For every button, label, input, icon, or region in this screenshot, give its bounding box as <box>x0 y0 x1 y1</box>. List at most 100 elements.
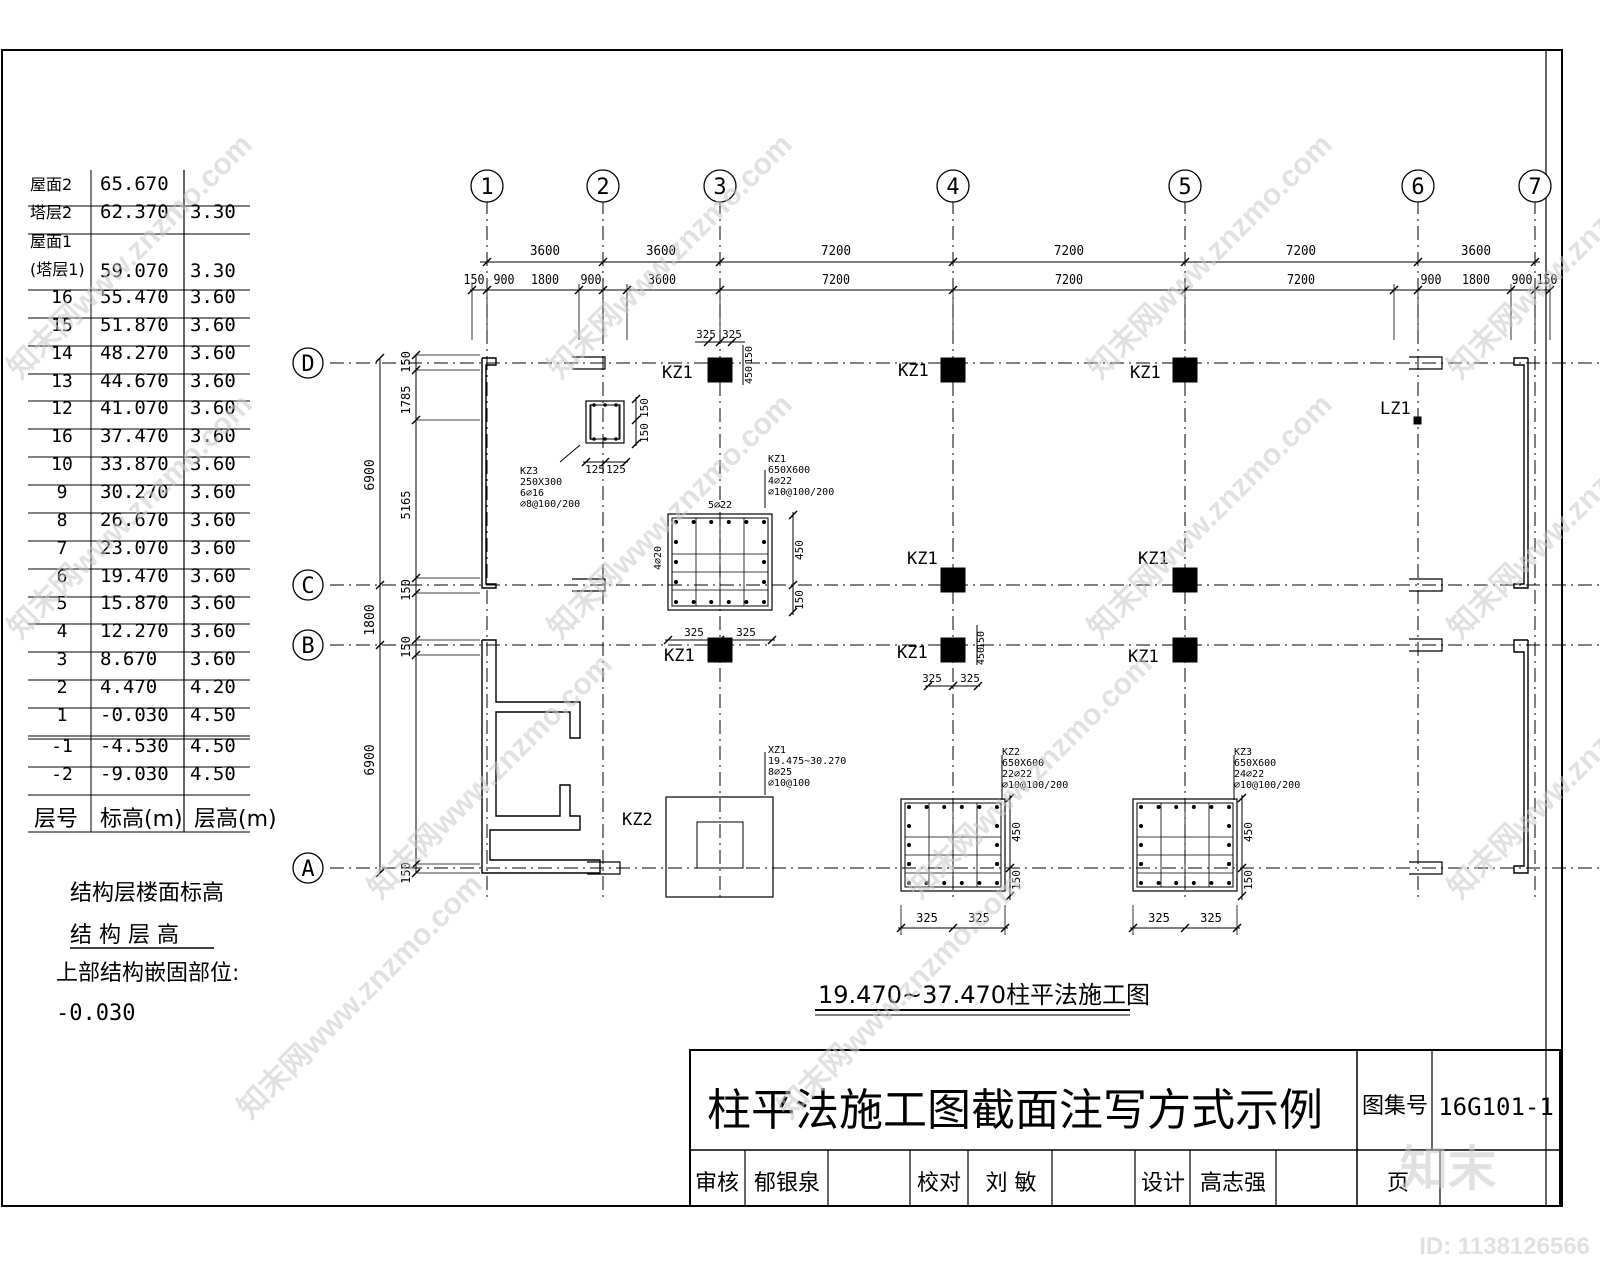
section-note: KZ2 <box>1002 747 1020 758</box>
dim-tick <box>788 580 798 590</box>
dim-450: 450 <box>1010 822 1023 842</box>
rebar <box>709 520 714 524</box>
rebar <box>1139 824 1143 828</box>
floor-height: 3.60 <box>190 509 236 531</box>
rebar <box>674 600 678 604</box>
axis-label-7: 7 <box>1528 175 1541 200</box>
dim-tick <box>482 257 492 267</box>
dim-325: 325 <box>922 672 942 685</box>
column-label-kz1: KZ1 <box>1128 647 1159 667</box>
dim-tick <box>622 285 632 295</box>
column-kz1 <box>1172 637 1198 663</box>
dim-left-inner: 150 <box>399 579 413 601</box>
floor-elevation: 48.270 <box>100 342 169 364</box>
dim-325: 325 <box>968 911 990 925</box>
rebar <box>1174 881 1179 885</box>
section-note: KZ3 <box>1234 747 1252 758</box>
rebar <box>674 580 678 584</box>
rebar <box>1209 805 1214 809</box>
floor-elevation: 62.370 <box>100 201 169 223</box>
watermark-layer: 知末网www.znzmo.com 知末网www.znzmo.com 知末网www.z… <box>2 128 1600 1260</box>
note-floor-elevation: 结构层楼面标高 <box>70 881 224 906</box>
design-label: 设计 <box>1141 1171 1185 1196</box>
dim-tick <box>411 588 421 598</box>
rebar <box>762 600 766 604</box>
wall-end <box>1409 356 1443 370</box>
dim-second: 900 <box>1512 273 1533 288</box>
rebar <box>762 580 766 584</box>
axis-bubble-2 <box>586 169 620 203</box>
floor-name: 15 <box>51 315 73 336</box>
rebar <box>1227 881 1231 885</box>
column-label-kz2: KZ2 <box>622 810 653 830</box>
floor-height: 3.60 <box>190 620 236 642</box>
rebar <box>674 520 678 524</box>
rebar <box>603 403 607 407</box>
drawing-title: 19.470~37.470柱平法施工图 <box>818 981 1150 1009</box>
axis-label-2: 2 <box>596 175 609 200</box>
dim-tick <box>1545 285 1555 295</box>
wall-end <box>572 356 606 370</box>
rebar <box>959 881 964 885</box>
dim-second: 7200 <box>822 273 850 288</box>
section-note: ⌀10@100/200 <box>1002 780 1068 791</box>
axis-label-4: 4 <box>946 175 959 200</box>
floor-elevation: 65.670 <box>100 173 169 195</box>
rebar <box>1139 862 1143 866</box>
rebar <box>762 520 766 524</box>
watermark-text: 知末网www.znzmo.com <box>1082 388 1339 645</box>
table-header-elev: 标高(m) <box>100 807 183 832</box>
watermark-text: 知末网www.znzmo.com <box>542 128 799 385</box>
rebar <box>726 600 731 604</box>
section-note: KZ3 <box>520 466 538 477</box>
rebar <box>1156 881 1161 885</box>
dim-tick <box>767 635 777 645</box>
rebar <box>762 540 766 544</box>
floor-name: 12 <box>51 398 73 419</box>
dim-325: 325 <box>1148 911 1170 925</box>
wall-right-upper <box>1513 357 1529 589</box>
floor-elevation: 41.070 <box>100 397 169 419</box>
wall-end <box>572 578 606 592</box>
floor-name: 2 <box>57 677 68 698</box>
design-name: 高志强 <box>1200 1171 1266 1196</box>
floor-name: 7 <box>57 538 68 559</box>
dim-325: 325 <box>696 328 716 341</box>
floor-elevation: 44.670 <box>100 370 169 392</box>
section-kz3-small-outline <box>585 400 625 444</box>
dim-left-inner: 150 <box>399 351 413 373</box>
wall-left-upper <box>481 357 497 589</box>
review-name: 郁银泉 <box>754 1171 820 1196</box>
column-label-kz1: KZ1 <box>907 549 938 569</box>
dim-tick <box>411 350 421 360</box>
dim-450: 450 <box>793 540 806 560</box>
floor-height: 3.60 <box>190 342 236 364</box>
rebar <box>1139 843 1143 847</box>
axis-label-3: 3 <box>713 175 726 200</box>
floor-height: 3.30 <box>190 201 236 223</box>
floor-height: 3.60 <box>190 286 236 308</box>
dim-top: 3600 <box>530 244 560 259</box>
dim-tick <box>727 337 737 347</box>
dim-150: 150 <box>976 631 987 649</box>
dim-tick <box>1389 285 1399 295</box>
dim-top: 7200 <box>1054 244 1084 259</box>
dim-tick <box>631 394 641 404</box>
shear-walls <box>481 356 1529 875</box>
section-note: ⌀8@100/200 <box>520 499 580 510</box>
dim-tick <box>631 439 641 449</box>
floor-name: 1 <box>57 705 68 726</box>
floor-elevation: 37.470 <box>100 425 169 447</box>
table-header-name: 层号 <box>34 807 78 832</box>
axis-bubble-5 <box>1168 169 1202 203</box>
floor-height: 3.30 <box>190 260 236 282</box>
dim-tick <box>1237 863 1247 873</box>
rebar <box>924 805 929 809</box>
floor-height: 3.60 <box>190 425 236 447</box>
floor-name: 屋面1 <box>30 232 72 251</box>
dim-tick <box>411 650 421 660</box>
watermark-text: 知末网www.znzmo.com <box>362 648 619 905</box>
